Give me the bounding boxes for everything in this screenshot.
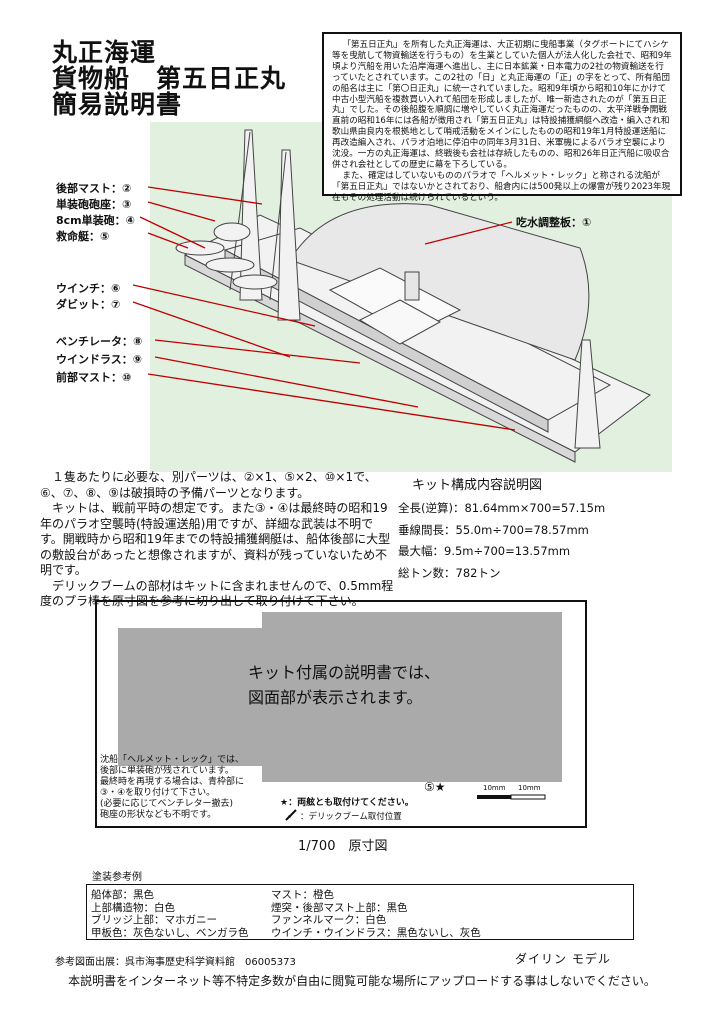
lifeboat-b: [205, 257, 255, 273]
label-gun-mount: 単装砲砲座：③: [56, 198, 132, 211]
title-line-company: 丸正海運: [52, 38, 157, 67]
rear-mast-part-b: [277, 149, 301, 321]
legend-star: ★：両舷とも取付けてください。: [280, 798, 414, 808]
gun-mount: [213, 222, 251, 242]
leader-8: [154, 339, 361, 364]
kit-notes: １隻あたりに必要な、別パーツは、②×1、⑤×2、⑩×1で、⑥、⑦、⑧、⑨は破損時…: [40, 470, 395, 610]
history-paragraph-2: また、確定はしていないもののパラオで「ヘルメット・レック」と称される沈船が「第五…: [332, 170, 671, 203]
rear-mast-rig-b: [269, 151, 287, 301]
paint-winch: ウインチ・ウインドラス：黒色ないし、灰色: [271, 926, 481, 939]
document-title: 丸正海運 貨物船 第五日正丸 簡易説明書: [52, 40, 286, 118]
drawing-placeholder-text: キット付属の説明書では、 図面部が表示されます。: [248, 660, 440, 710]
label-draft-plate: 吃水調整板：①: [516, 216, 592, 229]
label-ventilator: ベンチレータ：⑧: [56, 335, 143, 348]
ship-drawing: [175, 129, 651, 463]
kit-contents-title: キット構成内容説明図: [412, 478, 543, 493]
title-line-manual: 簡易説明書: [52, 90, 183, 119]
paint-funnel-mark: ファンネルマーク：白色: [271, 914, 387, 926]
wreck-note-line-6: 砲座の形状なども不明です。: [100, 810, 217, 820]
spec-beam: 最大幅：9.5m÷700=13.57mm: [398, 544, 571, 558]
spec-perpendicular-length: 垂線間長：55.0m÷700=78.57mm: [398, 522, 589, 537]
label-rear-mast: 後部マスト：②: [56, 182, 132, 195]
note-paragraph-1: １隻あたりに必要な、別パーツは、②×1、⑤×2、⑩×1で、⑥、⑦、⑧、⑨は破損時…: [40, 470, 377, 500]
label-lifeboat: 救命艇：⑤: [56, 230, 110, 243]
spec-length: 全長(逆算)：81.64mm×700=57.15m: [398, 501, 606, 515]
paint-deck: 甲板色：灰色ないし、ベンガラ色: [91, 926, 249, 939]
paint-column-right: マスト：橙色 煙突・後部マスト上部：黒色 ファンネルマーク：白色 ウインチ・ウイ…: [271, 889, 481, 939]
wreck-note-line-4: ③・④を取り付けて下さい。: [100, 788, 216, 798]
scale-drawing-title: 1/700 原寸図: [298, 839, 388, 854]
derrick-icon: [285, 809, 297, 821]
footer-notice: 本説明書をインターネット等不特定多数が自由に閲覧可能な場所にアップロードする事は…: [68, 974, 656, 988]
spec-tonnage: 総トン数：782トン: [398, 565, 501, 580]
title-line-ship: 貨物船 第五日正丸: [52, 64, 287, 93]
lifeboat-a: [175, 240, 225, 256]
label-8cm-gun: 8cm単装砲：④: [56, 214, 135, 227]
paint-column-left: 船体部：黒色 上部構造物：白色 ブリッジ上部：マホガニー 甲板色：灰色ないし、ベ…: [91, 889, 249, 939]
label-winch: ウインチ：⑥: [56, 282, 121, 295]
paint-mast: マスト：橙色: [271, 889, 334, 901]
reference-source: 参考図面出展：呉市海事歴史科学資料館 06005373: [55, 957, 296, 968]
scale-bar: [477, 794, 546, 800]
note-paragraph-2: キットは、戦前平時の想定です。また③・④は最終時の昭和19年のパラオ空襲時(特設…: [40, 501, 391, 577]
leader-6: [132, 284, 316, 327]
wreck-note-line-1: 沈船「ヘルメット・レック」では、: [100, 755, 245, 765]
history-paragraph-1: 「第五日正丸」を所有した丸正海運は、大正初期に曳船事業（タグボートにてハシケ等を…: [332, 40, 672, 170]
drawing-placeholder-block-right: [262, 612, 562, 782]
leader-lines: [132, 186, 516, 431]
wreck-note: 沈船「ヘルメット・レック」では、 後部に単装砲が残されています。 最終時を再現す…: [100, 755, 244, 821]
leader-9: [154, 356, 419, 408]
lifeboat-c: [232, 274, 278, 290]
spec-list: 全長(逆算)：81.64mm×700=57.15m 垂線間長：55.0m÷700…: [398, 498, 605, 584]
leader-2: [147, 186, 263, 205]
part-mark-lifeboat: ⑤★: [424, 780, 446, 794]
draft-adjust-plate: [289, 203, 590, 361]
drawing-placeholder-block-left: [118, 628, 268, 766]
scale-label-a: 10mm: [483, 784, 506, 792]
leader-1: [424, 221, 513, 245]
paint-superstructure: 上部構造物：白色: [91, 901, 175, 914]
leader-5: [147, 232, 189, 249]
wreck-note-line-3: 最終時を再現する場合は、青枠部に: [100, 777, 245, 787]
leader-4: [139, 216, 206, 249]
funnel: [404, 271, 420, 301]
wreck-note-line-2: 後部に単装砲が残されています。: [100, 766, 234, 776]
leader-3: [147, 201, 216, 222]
legend-derrick: ：デリックブーム取付位置: [300, 812, 402, 822]
paint-table: 船体部：黒色 上部構造物：白色 ブリッジ上部：マホガニー 甲板色：灰色ないし、ベ…: [86, 884, 634, 940]
history-textbox: 「第五日正丸」を所有した丸正海運は、大正初期に曳船事業（タグボートにてハシケ等を…: [322, 32, 682, 203]
label-davit: ダビット：⑦: [56, 298, 121, 311]
placeholder-line-1: キット付属の説明書では、: [248, 663, 441, 682]
paint-funnel: 煙突・後部マスト上部：黒色: [271, 901, 408, 914]
leader-10: [147, 373, 516, 431]
fore-mast-part: [574, 339, 601, 449]
leader-7: [132, 301, 291, 358]
bridge: [358, 299, 442, 345]
paint-heading: 塗装参考例: [92, 872, 142, 883]
label-fore-mast: 前部マスト：⑩: [56, 371, 132, 384]
label-windlass: ウインドラス：⑨: [56, 353, 143, 366]
scale-drawing-frame: [95, 600, 587, 828]
maker-name: ダイリン モデル: [515, 952, 611, 966]
placeholder-line-2: 図面部が表示されます。: [248, 688, 423, 707]
paint-bridge-top: ブリッジ上部：マホガニー: [91, 914, 217, 926]
paint-hull: 船体部：黒色: [91, 889, 154, 901]
rear-mast-part-a: [239, 129, 263, 301]
scale-label-b: 10mm: [518, 784, 541, 792]
wreck-note-line-5: (必要に応じてベンチレター撤去): [100, 799, 234, 809]
